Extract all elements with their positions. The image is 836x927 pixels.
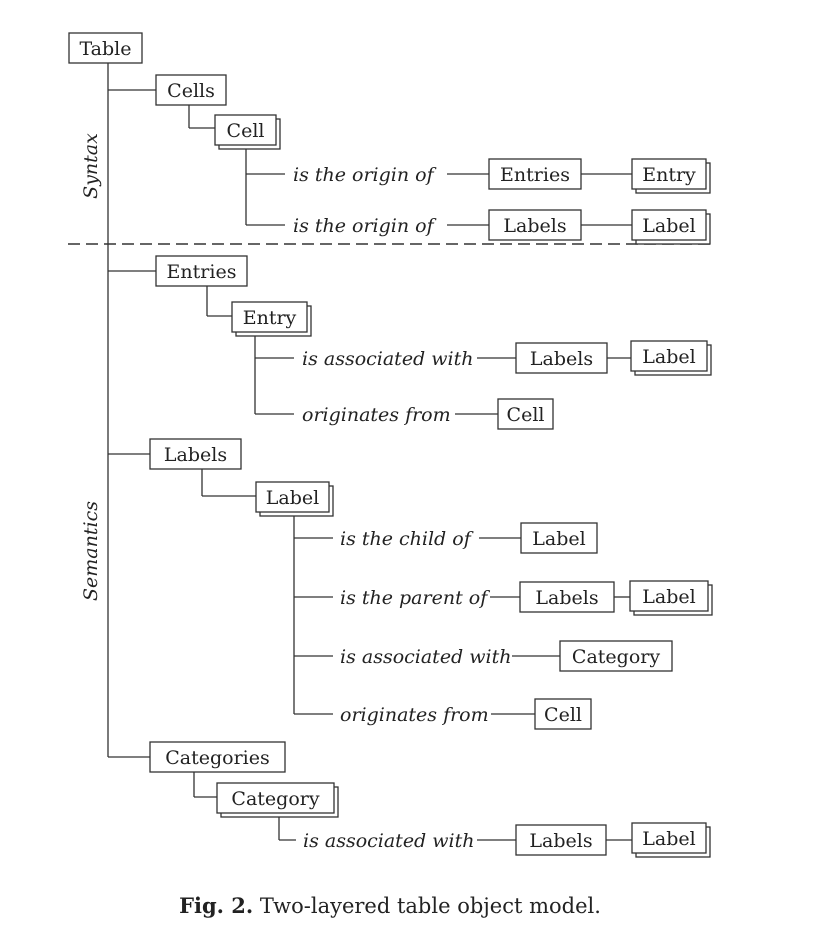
relation-cell-origin-entries: is the origin of xyxy=(293,164,437,186)
node-syntax-entries: Entries xyxy=(488,158,582,190)
svg-text:Label: Label xyxy=(532,528,585,550)
svg-text:Labels: Labels xyxy=(164,444,227,466)
node-syntax-cell: Cell xyxy=(214,114,281,150)
figure-caption-label: Fig. 2. xyxy=(179,893,254,918)
node-entry-labels: Labels xyxy=(515,342,608,374)
svg-text:Cell: Cell xyxy=(227,120,265,142)
node-category-label: Label xyxy=(631,822,711,858)
connector-lines xyxy=(107,63,632,841)
node-syntax-entry: Entry xyxy=(631,158,711,194)
node-semantic-entry: Entry xyxy=(231,301,312,337)
node-semantic-entries: Entries xyxy=(155,255,248,287)
node-semantic-labels: Labels xyxy=(149,438,242,470)
relation-labels: is the origin of is the origin of is ass… xyxy=(293,164,511,852)
svg-text:Category: Category xyxy=(231,788,319,810)
node-parent-label: Label xyxy=(629,580,713,616)
relation-cell-origin-labels: is the origin of xyxy=(293,215,437,237)
svg-text:Table: Table xyxy=(79,38,131,60)
node-entry-cell: Cell xyxy=(497,398,554,430)
node-parent-labels: Labels xyxy=(519,581,615,613)
table-object-model-diagram: Syntax Semantics Table Cells Cell Entrie… xyxy=(68,32,715,858)
syntax-layer-label: Syntax xyxy=(80,133,102,199)
svg-text:Label: Label xyxy=(642,828,695,850)
node-syntax-labels: Labels xyxy=(488,209,582,241)
svg-text:Cell: Cell xyxy=(507,404,545,426)
svg-text:Label: Label xyxy=(266,487,319,509)
node-entry-label: Label xyxy=(630,340,712,376)
svg-text:Label: Label xyxy=(642,586,695,608)
node-child-label: Label xyxy=(520,522,598,554)
semantics-layer-label: Semantics xyxy=(80,501,102,601)
svg-text:Entry: Entry xyxy=(642,164,696,186)
relation-category-associated: is associated with xyxy=(303,830,474,852)
node-table: Table xyxy=(68,32,143,64)
svg-text:Entries: Entries xyxy=(500,164,570,186)
relation-label-associated: is associated with xyxy=(340,646,511,668)
figure-caption: Fig. 2. Two-layered table object model. xyxy=(0,893,780,918)
svg-text:Entries: Entries xyxy=(167,261,237,283)
relation-label-parent: is the parent of xyxy=(340,587,490,609)
relation-entry-associated: is associated with xyxy=(302,348,473,370)
svg-text:Cell: Cell xyxy=(544,704,582,726)
figure-caption-text: Two-layered table object model. xyxy=(259,894,601,918)
node-semantic-categories: Categories xyxy=(149,741,286,773)
svg-text:Labels: Labels xyxy=(503,215,566,237)
node-category-labels: Labels xyxy=(515,824,607,856)
svg-text:Labels: Labels xyxy=(529,830,592,852)
svg-text:Label: Label xyxy=(642,215,695,237)
node-syntax-cells: Cells xyxy=(155,74,227,106)
relation-label-originates: originates from xyxy=(340,704,489,726)
node-label-category: Category xyxy=(559,640,673,672)
node-semantic-label: Label xyxy=(255,481,334,517)
node-semantic-category: Category xyxy=(216,782,339,818)
relation-entry-originates: originates from xyxy=(302,404,451,426)
svg-text:Categories: Categories xyxy=(165,747,270,769)
svg-text:Labels: Labels xyxy=(535,587,598,609)
svg-text:Category: Category xyxy=(572,646,660,668)
svg-text:Cells: Cells xyxy=(167,80,215,102)
node-label-cell: Cell xyxy=(534,698,592,730)
svg-text:Labels: Labels xyxy=(530,348,593,370)
svg-text:Label: Label xyxy=(642,346,695,368)
node-syntax-label: Label xyxy=(631,209,711,245)
svg-text:Entry: Entry xyxy=(243,307,297,329)
relation-label-child: is the child of xyxy=(340,528,474,550)
